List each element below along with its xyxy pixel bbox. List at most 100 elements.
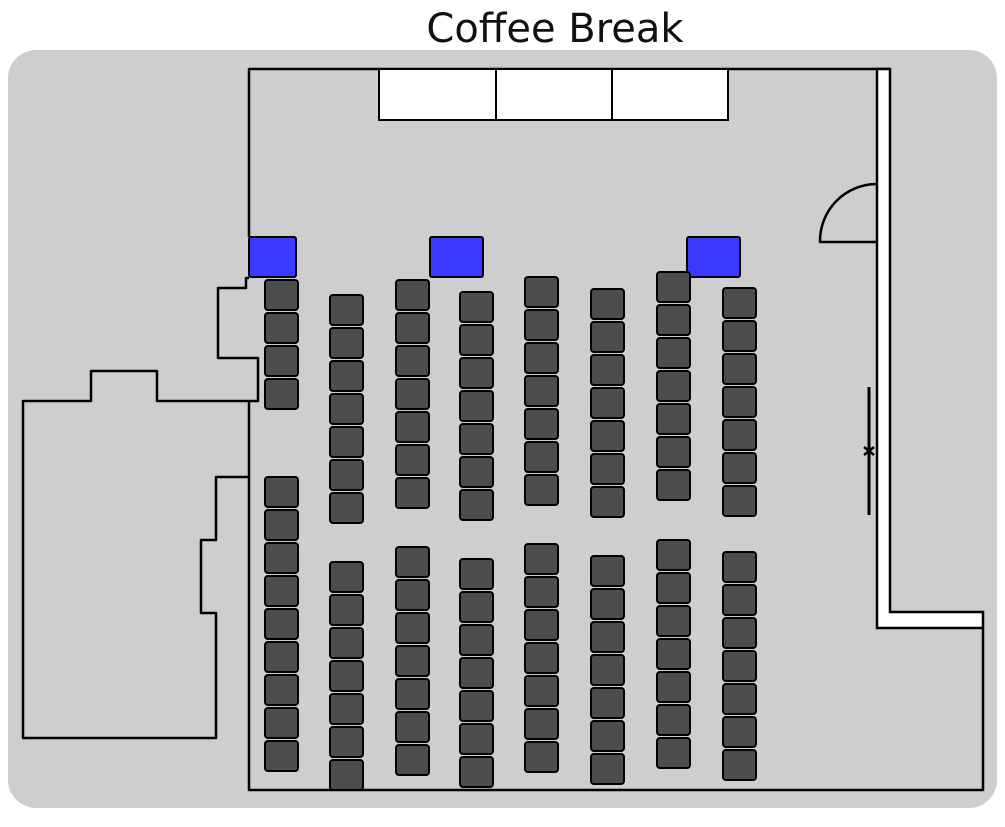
seat[interactable] <box>722 353 757 385</box>
seat[interactable] <box>590 354 625 386</box>
seat[interactable] <box>656 737 691 769</box>
seat[interactable] <box>590 387 625 419</box>
seat[interactable] <box>524 342 559 374</box>
seat[interactable] <box>459 558 494 590</box>
seat[interactable] <box>590 555 625 587</box>
seat[interactable] <box>329 693 364 725</box>
seat[interactable] <box>722 683 757 715</box>
seat[interactable] <box>524 543 559 575</box>
door-icon[interactable] <box>818 182 878 244</box>
seat[interactable] <box>524 675 559 707</box>
seat[interactable] <box>590 453 625 485</box>
seat[interactable] <box>395 411 430 443</box>
seat[interactable] <box>329 360 364 392</box>
seat[interactable] <box>395 444 430 476</box>
seat[interactable] <box>524 375 559 407</box>
seat[interactable] <box>395 678 430 710</box>
seat[interactable] <box>395 711 430 743</box>
seat[interactable] <box>264 345 299 377</box>
seat[interactable] <box>590 420 625 452</box>
seat[interactable] <box>459 756 494 788</box>
seat[interactable] <box>459 456 494 488</box>
seat[interactable] <box>459 489 494 521</box>
seat[interactable] <box>722 716 757 748</box>
seat[interactable] <box>264 542 299 574</box>
seat[interactable] <box>329 459 364 491</box>
seat[interactable] <box>264 707 299 739</box>
seat[interactable] <box>656 638 691 670</box>
seat[interactable] <box>264 641 299 673</box>
seat[interactable] <box>722 749 757 781</box>
seat[interactable] <box>656 704 691 736</box>
seat[interactable] <box>329 759 364 791</box>
seat[interactable] <box>722 386 757 418</box>
seat[interactable] <box>722 320 757 352</box>
seat[interactable] <box>264 476 299 508</box>
seat[interactable] <box>656 271 691 303</box>
seat[interactable] <box>656 304 691 336</box>
seat[interactable] <box>656 337 691 369</box>
seat[interactable] <box>264 312 299 344</box>
seat[interactable] <box>329 561 364 593</box>
seat[interactable] <box>590 720 625 752</box>
seat[interactable] <box>459 690 494 722</box>
seat[interactable] <box>459 291 494 323</box>
seat[interactable] <box>656 370 691 402</box>
seat[interactable] <box>524 441 559 473</box>
seat[interactable] <box>590 687 625 719</box>
seat[interactable] <box>590 753 625 785</box>
seat[interactable] <box>524 408 559 440</box>
seat[interactable] <box>329 393 364 425</box>
seat[interactable] <box>395 477 430 509</box>
seat[interactable] <box>656 671 691 703</box>
seat[interactable] <box>459 357 494 389</box>
seat[interactable] <box>329 327 364 359</box>
seat[interactable] <box>656 572 691 604</box>
seat[interactable] <box>722 584 757 616</box>
seat[interactable] <box>459 657 494 689</box>
seat[interactable] <box>722 287 757 319</box>
seat[interactable] <box>329 660 364 692</box>
seat[interactable] <box>590 486 625 518</box>
seat[interactable] <box>264 509 299 541</box>
seat[interactable] <box>524 609 559 641</box>
seat[interactable] <box>524 576 559 608</box>
seat[interactable] <box>395 345 430 377</box>
seat[interactable] <box>722 551 757 583</box>
seat[interactable] <box>524 708 559 740</box>
seat[interactable] <box>395 645 430 677</box>
seat[interactable] <box>590 321 625 353</box>
seat[interactable] <box>590 621 625 653</box>
seat[interactable] <box>264 279 299 311</box>
seat[interactable] <box>329 492 364 524</box>
seat[interactable] <box>722 419 757 451</box>
seat[interactable] <box>329 726 364 758</box>
seat[interactable] <box>656 403 691 435</box>
seat[interactable] <box>524 474 559 506</box>
seat[interactable] <box>590 654 625 686</box>
seat[interactable] <box>459 723 494 755</box>
seat[interactable] <box>395 579 430 611</box>
seat[interactable] <box>264 575 299 607</box>
seat[interactable] <box>722 452 757 484</box>
seat[interactable] <box>329 627 364 659</box>
seat[interactable] <box>722 485 757 517</box>
seat[interactable] <box>656 539 691 571</box>
seat[interactable] <box>459 423 494 455</box>
seat[interactable] <box>395 546 430 578</box>
seat[interactable] <box>722 650 757 682</box>
table[interactable] <box>248 236 297 278</box>
table[interactable] <box>686 236 741 278</box>
seat[interactable] <box>590 588 625 620</box>
seat[interactable] <box>395 312 430 344</box>
seat[interactable] <box>656 469 691 501</box>
seat[interactable] <box>656 605 691 637</box>
seat[interactable] <box>395 744 430 776</box>
seat[interactable] <box>656 436 691 468</box>
seat[interactable] <box>459 591 494 623</box>
seat[interactable] <box>264 740 299 772</box>
seat[interactable] <box>264 674 299 706</box>
seat[interactable] <box>524 309 559 341</box>
seat[interactable] <box>722 617 757 649</box>
seat[interactable] <box>329 294 364 326</box>
